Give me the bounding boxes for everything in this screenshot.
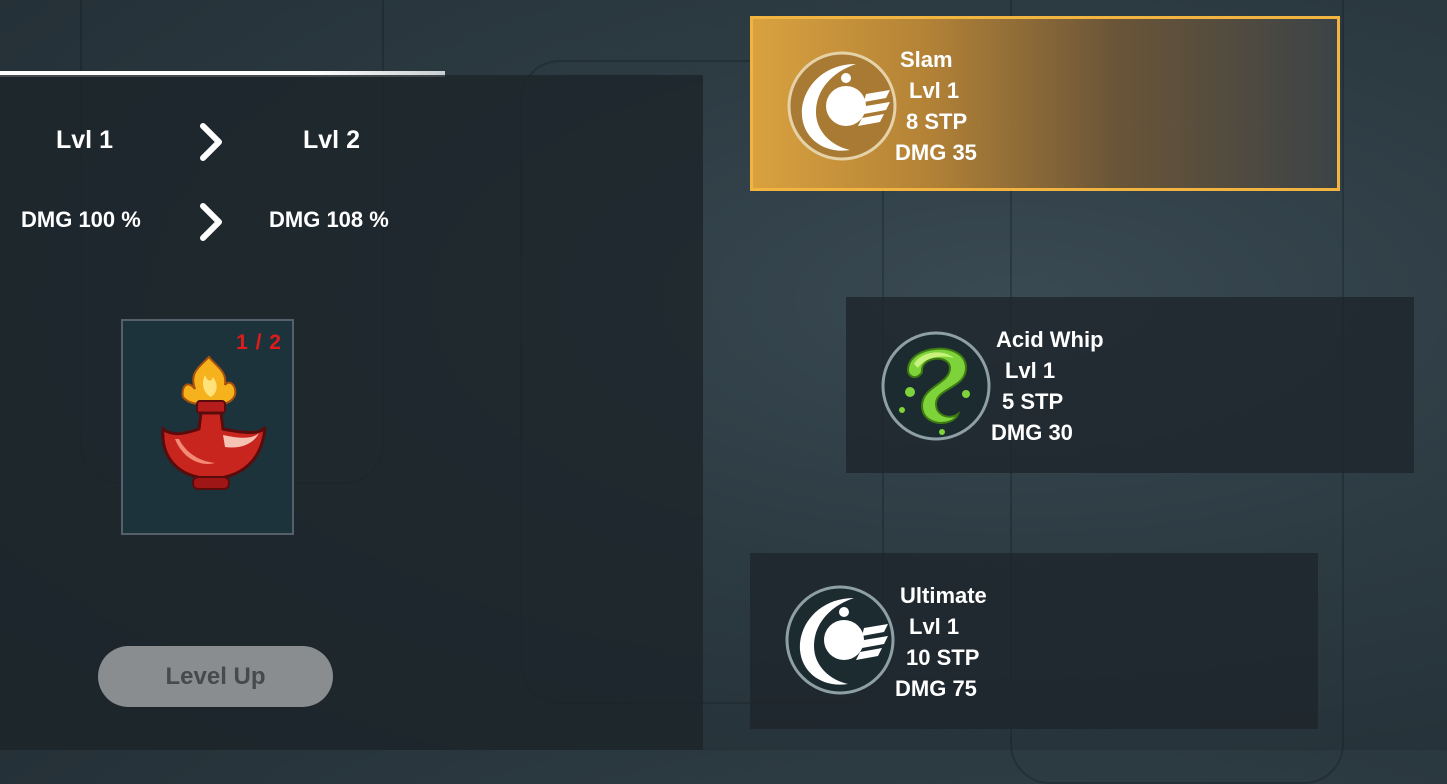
skill-damage: DMG 75 (895, 676, 977, 701)
skill-name: Acid Whip (996, 327, 1104, 352)
ultimate-icon (785, 585, 895, 695)
skill-card-slam[interactable]: Slam Lvl 1 8 STP DMG 35 (750, 16, 1340, 191)
upgrade-item-slot[interactable]: 1 / 2 (121, 319, 294, 535)
next-damage: DMG 108 % (269, 207, 389, 232)
skill-damage: DMG 30 (991, 420, 1073, 445)
skill-info: Slam Lvl 1 8 STP DMG 35 (895, 44, 977, 168)
upgrade-progress-bar (0, 71, 445, 77)
skill-info: Acid Whip Lvl 1 5 STP DMG 30 (991, 324, 1104, 448)
skill-name: Slam (900, 47, 953, 72)
skill-level: Lvl 1 (1005, 358, 1056, 383)
potion-icon (161, 355, 267, 490)
acid-whip-icon (881, 331, 991, 441)
level-up-button[interactable]: Level Up (98, 646, 333, 707)
slam-icon (787, 51, 897, 161)
current-damage: DMG 100 % (21, 207, 141, 232)
skill-damage: DMG 35 (895, 140, 977, 165)
current-level: Lvl 1 (56, 126, 113, 154)
skill-info: Ultimate Lvl 1 10 STP DMG 75 (895, 580, 987, 704)
skill-stp: 8 STP (906, 109, 968, 134)
skill-card-ultimate[interactable]: Ultimate Lvl 1 10 STP DMG 75 (750, 553, 1318, 729)
skill-level: Lvl 1 (909, 78, 960, 103)
skill-name: Ultimate (900, 583, 987, 608)
arrow-right-icon (200, 203, 222, 241)
upgrade-progress-fill (0, 71, 445, 77)
next-level: Lvl 2 (303, 126, 360, 154)
item-count: 1 / 2 (236, 331, 282, 354)
skill-stp: 10 STP (906, 645, 980, 670)
skill-stp: 5 STP (1002, 389, 1064, 414)
skill-card-acid-whip[interactable]: Acid Whip Lvl 1 5 STP DMG 30 (846, 297, 1414, 473)
arrow-right-icon (200, 123, 222, 161)
upgrade-panel (0, 75, 703, 750)
skill-level: Lvl 1 (909, 614, 960, 639)
